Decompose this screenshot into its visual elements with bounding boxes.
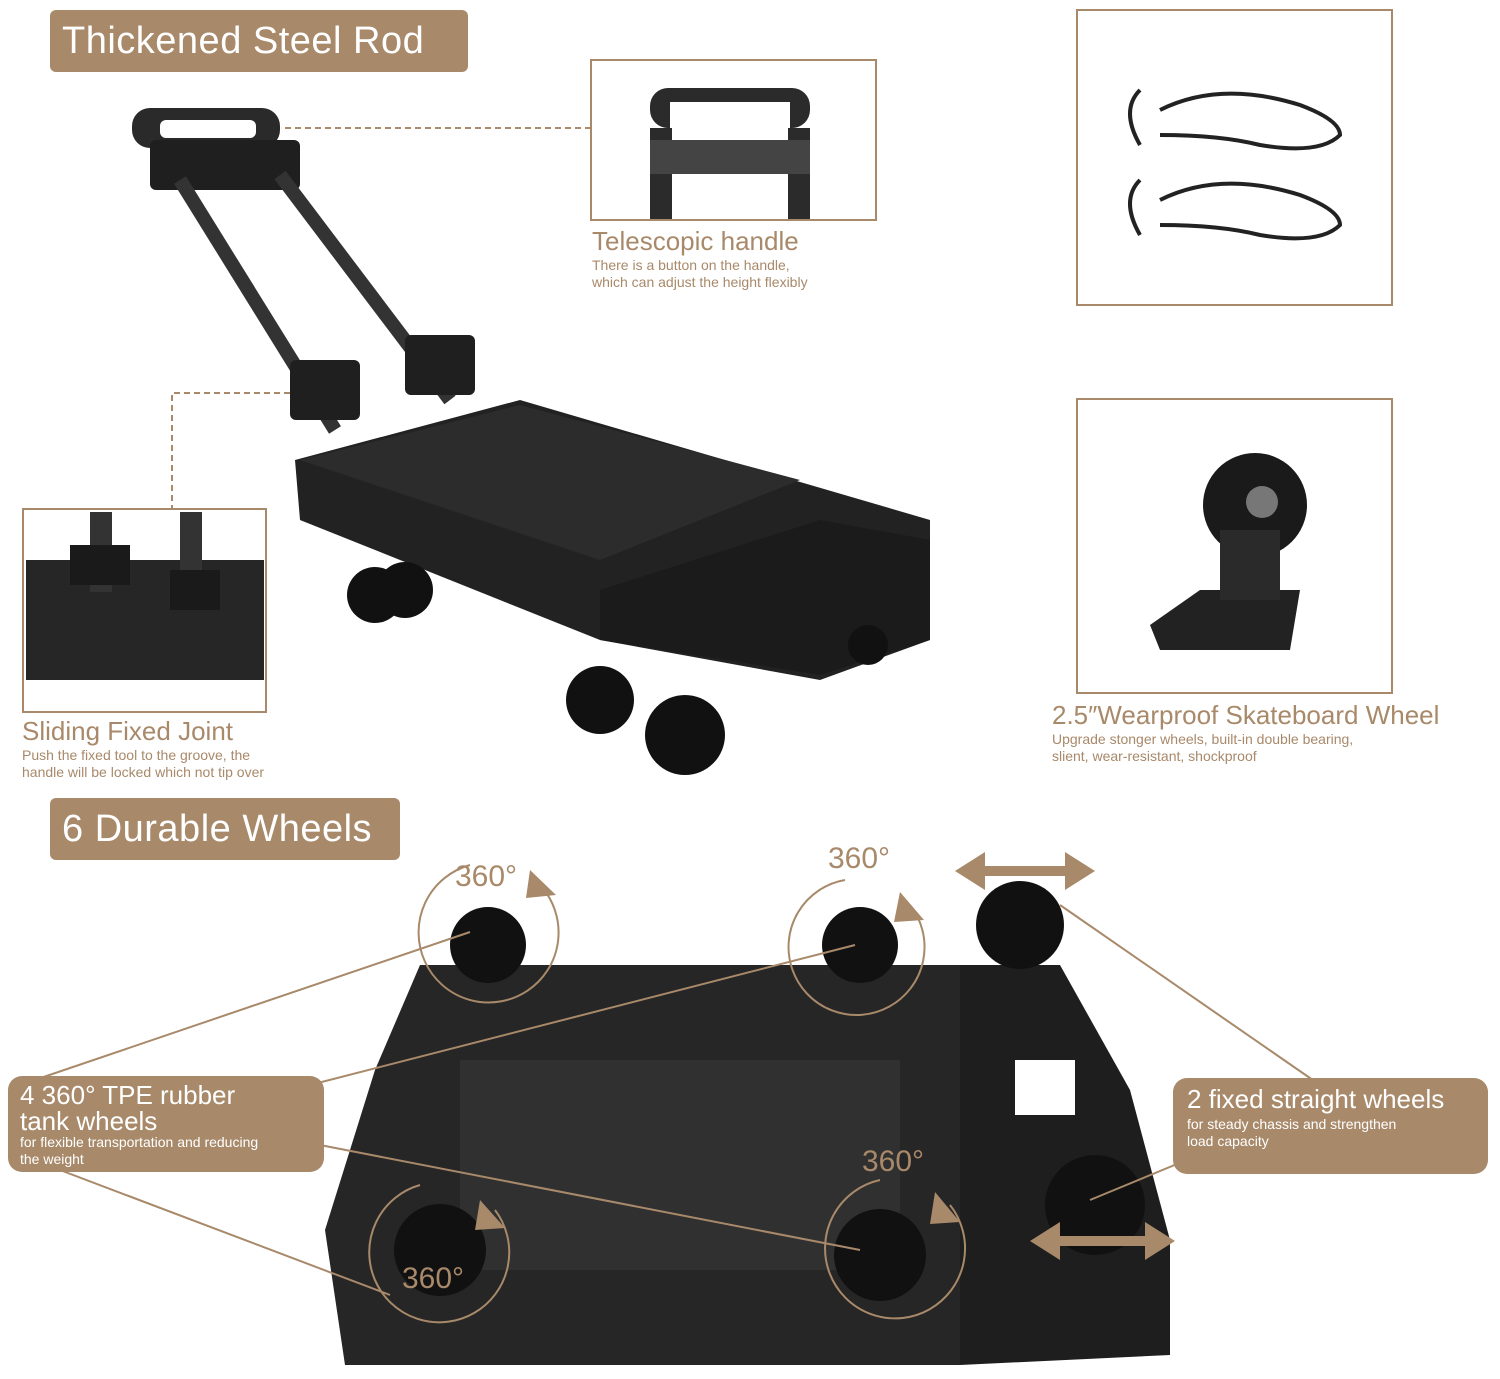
wheel-closeup <box>1150 453 1307 650</box>
handle-desc-1: There is a button on the handle, <box>592 257 790 273</box>
callout-desc-1: for steady chassis and strengthen <box>1187 1116 1397 1132</box>
wheel-caption: 2.5″Wearproof Skateboard Wheel Upgrade s… <box>1052 700 1439 765</box>
handle-desc-2: which can adjust the height flexibly <box>592 274 808 290</box>
wheel-desc-1: Upgrade stonger wheels, built-in double … <box>1052 731 1354 747</box>
callout-title-2: tank wheels <box>20 1106 158 1136</box>
section-tag-steel-rod: Thickened Steel Rod <box>50 10 468 72</box>
rotation-label: 360° <box>828 842 891 875</box>
callout-desc-2: load capacity <box>1187 1133 1269 1149</box>
callout-title: 2 fixed straight wheels <box>1187 1084 1445 1114</box>
fixed-wheels-callout: 2 fixed straight wheels for steady chass… <box>1173 1078 1488 1174</box>
rotation-label: 360° <box>862 1145 925 1178</box>
joint-caption: Sliding Fixed Joint Push the fixed tool … <box>22 716 264 781</box>
section-title: Thickened Steel Rod <box>62 19 425 62</box>
bungee-frame <box>1076 9 1393 306</box>
rotation-label: 360° <box>455 860 518 893</box>
handle-closeup <box>650 88 810 220</box>
joint-closeup <box>26 512 264 680</box>
chassis-underside <box>325 881 1170 1365</box>
callout-title-1: 4 360° TPE rubber <box>20 1080 236 1110</box>
wheel-desc-2: slient, wear-resistant, shockproof <box>1052 748 1257 764</box>
handle-frame <box>590 59 877 221</box>
callout-desc-1: for flexible transportation and reducing <box>20 1134 259 1150</box>
section-title: 6 Durable Wheels <box>62 807 373 850</box>
joint-desc-2: handle will be locked which not tip over <box>22 764 265 780</box>
section-tag-wheels: 6 Durable Wheels <box>50 798 400 860</box>
handle-title: Telescopic handle <box>592 226 799 256</box>
bungee-cords <box>1128 88 1343 241</box>
rotation-label: 360° <box>402 1262 465 1295</box>
joint-frame <box>22 508 267 713</box>
joint-desc-1: Push the fixed tool to the groove, the <box>22 747 251 763</box>
wheel-frame <box>1076 398 1393 694</box>
cart-image <box>132 108 930 775</box>
handle-caption: Telescopic handle There is a button on t… <box>592 226 808 291</box>
callout-desc-2: the weight <box>20 1151 84 1167</box>
swivel-wheels-callout: 4 360° TPE rubber tank wheels for flexib… <box>8 1076 324 1172</box>
joint-title: Sliding Fixed Joint <box>22 716 233 746</box>
wheel-title: 2.5″Wearproof Skateboard Wheel <box>1052 700 1440 730</box>
